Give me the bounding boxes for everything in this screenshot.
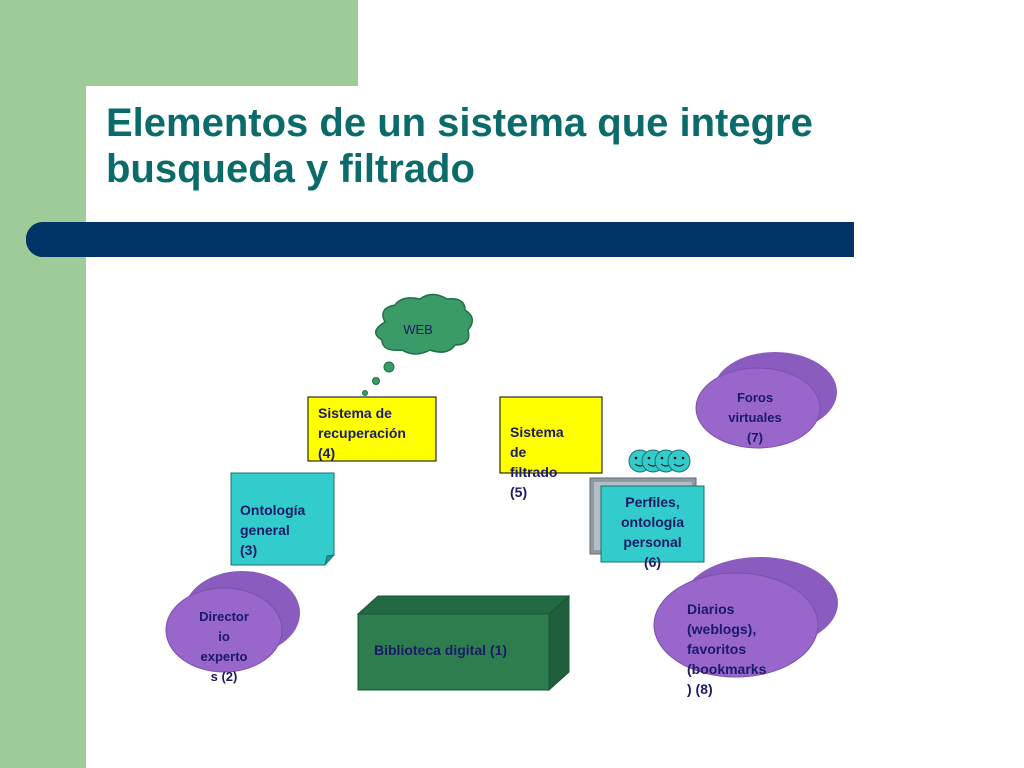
smiley-icon (667, 449, 691, 473)
directorio-label: Director io experto s (2) (199, 609, 249, 684)
top-green-block (0, 0, 358, 86)
ontologia-label: Ontología general (3) (240, 502, 306, 558)
recuperacion-label: Sistema de recuperación (4) (318, 405, 406, 461)
slide-title: Elementos de un sistema que integre busq… (106, 100, 926, 192)
biblioteca-cube (356, 594, 571, 692)
diarios-label: Diarios (weblogs), favoritos (bookmarks … (687, 601, 767, 697)
foros-disk (695, 352, 837, 449)
web-cloud (362, 293, 474, 396)
filtrado-box (499, 396, 603, 474)
perfiles-box (600, 485, 705, 563)
cloud-bubble-medium (372, 377, 380, 385)
left-green-band (0, 0, 86, 768)
web-label: WEB (403, 322, 433, 337)
title-line-2: busqueda y filtrado (106, 147, 475, 191)
perfiles-label: Perfiles, ontología personal (6) (621, 494, 684, 570)
foros-label: Foros virtuales (7) (728, 390, 782, 445)
recuperacion-box (307, 396, 437, 462)
biblioteca-label: Biblioteca digital (1) (374, 642, 508, 658)
filtrado-label: Sistema de filtrado (5) (510, 424, 564, 500)
title-line-1: Elementos de un sistema que integre (106, 101, 813, 145)
cloud-bubble-small (362, 390, 368, 396)
directorio-disk (165, 571, 300, 673)
title-divider (26, 222, 854, 257)
users-smiley-icons (628, 449, 691, 473)
diarios-disk (653, 557, 838, 678)
cloud-bubble-large (383, 361, 395, 373)
